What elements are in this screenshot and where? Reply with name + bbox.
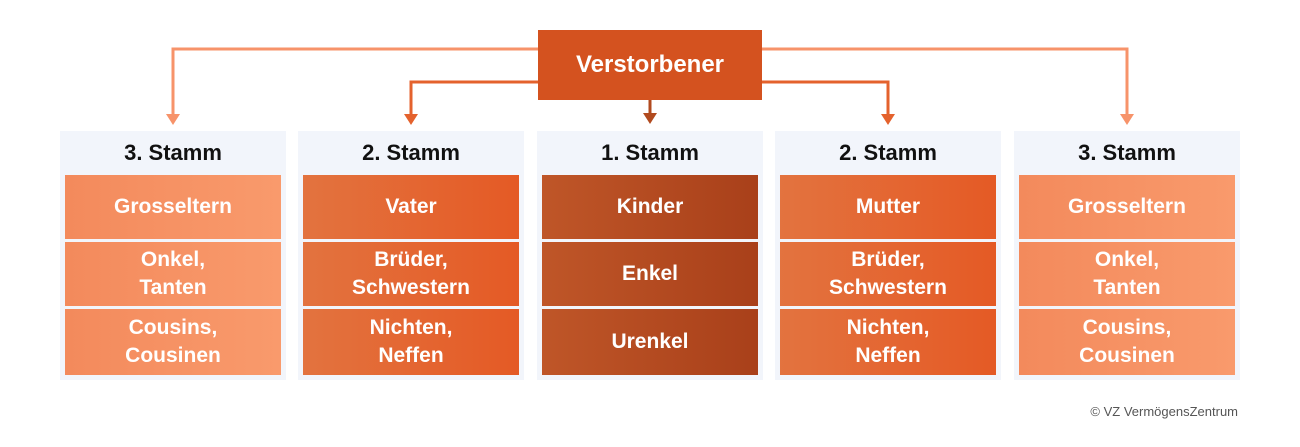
- arrowhead-left-inner: [404, 114, 418, 125]
- column-stamm-1: 1. Stamm Kinder Enkel Urenkel: [537, 131, 763, 380]
- connector-left-outer: [171, 47, 538, 118]
- arrowhead-right-inner: [881, 114, 895, 125]
- relative-cell: Brüder, Schwestern: [303, 242, 519, 306]
- column-stamm-3-left: 3. Stamm Grosseltern Onkel, Tanten Cousi…: [60, 131, 286, 380]
- connector-right-inner: [762, 80, 890, 118]
- relative-cell: Grosseltern: [1019, 175, 1235, 239]
- relative-cell: Kinder: [542, 175, 758, 239]
- relative-cell: Cousins, Cousinen: [65, 309, 281, 375]
- column-header: 2. Stamm: [839, 140, 937, 165]
- relative-cell: Onkel, Tanten: [65, 242, 281, 306]
- relative-cell: Grosseltern: [65, 175, 281, 239]
- column-header: 1. Stamm: [601, 140, 699, 165]
- relative-cell: Enkel: [542, 242, 758, 306]
- column-header: 3. Stamm: [1078, 140, 1176, 165]
- column-stamm-2-left: 2. Stamm Vater Brüder, Schwestern Nichte…: [298, 131, 524, 380]
- arrowhead-left-outer: [166, 114, 180, 125]
- relative-cell: Nichten, Neffen: [780, 309, 996, 375]
- column-stamm-2-right: 2. Stamm Mutter Brüder, Schwestern Nicht…: [775, 131, 1001, 380]
- relative-cell: Onkel, Tanten: [1019, 242, 1235, 306]
- relative-cell: Urenkel: [542, 309, 758, 375]
- relative-cell: Mutter: [780, 175, 996, 239]
- relative-cell: Cousins, Cousinen: [1019, 309, 1235, 375]
- column-header: 3. Stamm: [124, 140, 222, 165]
- column-stamm-3-right: 3. Stamm Grosseltern Onkel, Tanten Cousi…: [1014, 131, 1240, 380]
- arrowhead-right-outer: [1120, 114, 1134, 125]
- connector-right-outer: [762, 47, 1129, 118]
- arrowhead-center: [643, 113, 657, 124]
- deceased-node: Verstorbener: [538, 30, 762, 100]
- copyright-notice: © VZ VermögensZentrum: [1090, 404, 1238, 419]
- deceased-label: Verstorbener: [575, 51, 725, 78]
- connector-left-inner: [409, 80, 538, 118]
- relative-cell: Brüder, Schwestern: [780, 242, 996, 306]
- column-header: 2. Stamm: [362, 140, 460, 165]
- relative-cell: Nichten, Neffen: [303, 309, 519, 375]
- relative-cell: Vater: [303, 175, 519, 239]
